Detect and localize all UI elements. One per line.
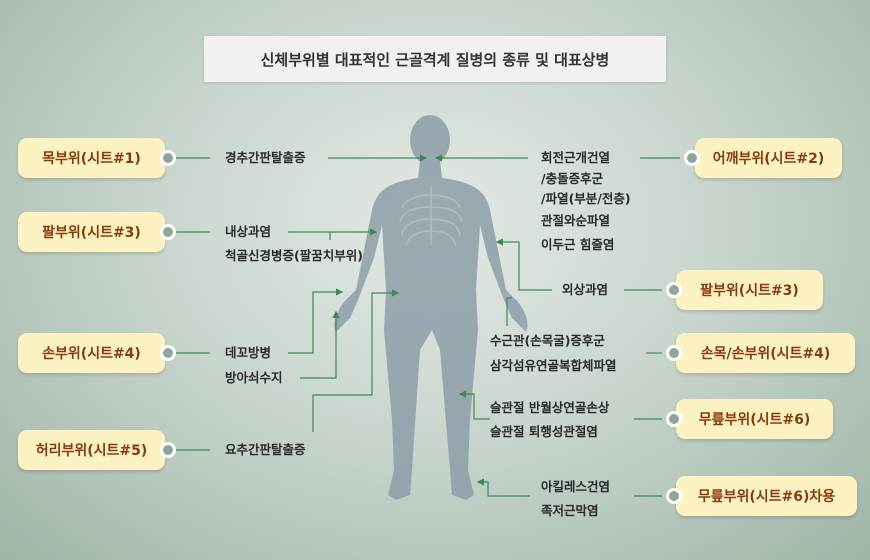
disease-label: 슬관절 퇴행성관절염 <box>490 424 598 439</box>
disease-label: 족저근막염 <box>541 503 599 518</box>
connector-dot <box>160 150 176 166</box>
disease-label: 방아쇠수지 <box>225 370 283 385</box>
connector-dot <box>160 224 176 240</box>
connector-dot <box>160 442 176 458</box>
disease-label: 회전근개건열 <box>541 150 611 165</box>
waist-section-label[interactable]: 허리부위(시트#5) <box>18 430 165 470</box>
disease-label: 외상과염 <box>562 282 609 297</box>
disease-label: 삼각섬유연골복합체파열 <box>490 358 617 373</box>
disease-label: 슬관절 반월상연골손상 <box>490 400 610 415</box>
ribcage <box>399 185 463 247</box>
connector-dot <box>666 488 682 504</box>
disease-label: /파열(부분/전층) <box>541 191 631 206</box>
connector-dot <box>666 411 682 427</box>
connector-dot <box>160 345 176 361</box>
disease-label: 내상과염 <box>225 224 272 239</box>
disease-label: 수근관(손목굴)증후군 <box>490 333 605 348</box>
arm-right-section-label[interactable]: 팔부위(시트#3) <box>676 270 823 310</box>
knee-borrowed-section-label[interactable]: 무릎부위(시트#6)차용 <box>676 476 857 516</box>
page-title: 신체부위별 대표적인 근골격계 질병의 종류 및 대표상병 <box>204 36 666 82</box>
connector-dot <box>666 345 682 361</box>
disease-label: 관절와순파열 <box>541 213 611 228</box>
disease-label: 요추간판탈출증 <box>225 442 306 457</box>
arm-section-label[interactable]: 팔부위(시트#3) <box>18 212 165 252</box>
shoulder-section-label[interactable]: 어깨부위(시트#2) <box>695 138 842 178</box>
wrist-section-label[interactable]: 손목/손부위(시트#4) <box>676 333 855 373</box>
hand-section-label[interactable]: 손부위(시트#4) <box>18 333 165 373</box>
neck-section-label[interactable]: 목부위(시트#1) <box>18 138 165 178</box>
disease-label: 데꼬방병 <box>225 345 272 360</box>
disease-label: 척골신경병증(팔꿈치부위) <box>225 248 363 263</box>
disease-label: 경추간판탈출증 <box>225 150 306 165</box>
human-body-silhouette <box>334 115 528 500</box>
connector-dot <box>684 150 700 166</box>
connector-lines <box>174 154 680 497</box>
disease-label: 아킬레스건염 <box>541 479 611 494</box>
disease-label: 이두근 힘줄염 <box>541 237 615 252</box>
knee-section-label[interactable]: 무릎부위(시트#6) <box>676 399 833 439</box>
connector-dot <box>666 282 682 298</box>
disease-label: /충돌증후군 <box>541 171 604 186</box>
